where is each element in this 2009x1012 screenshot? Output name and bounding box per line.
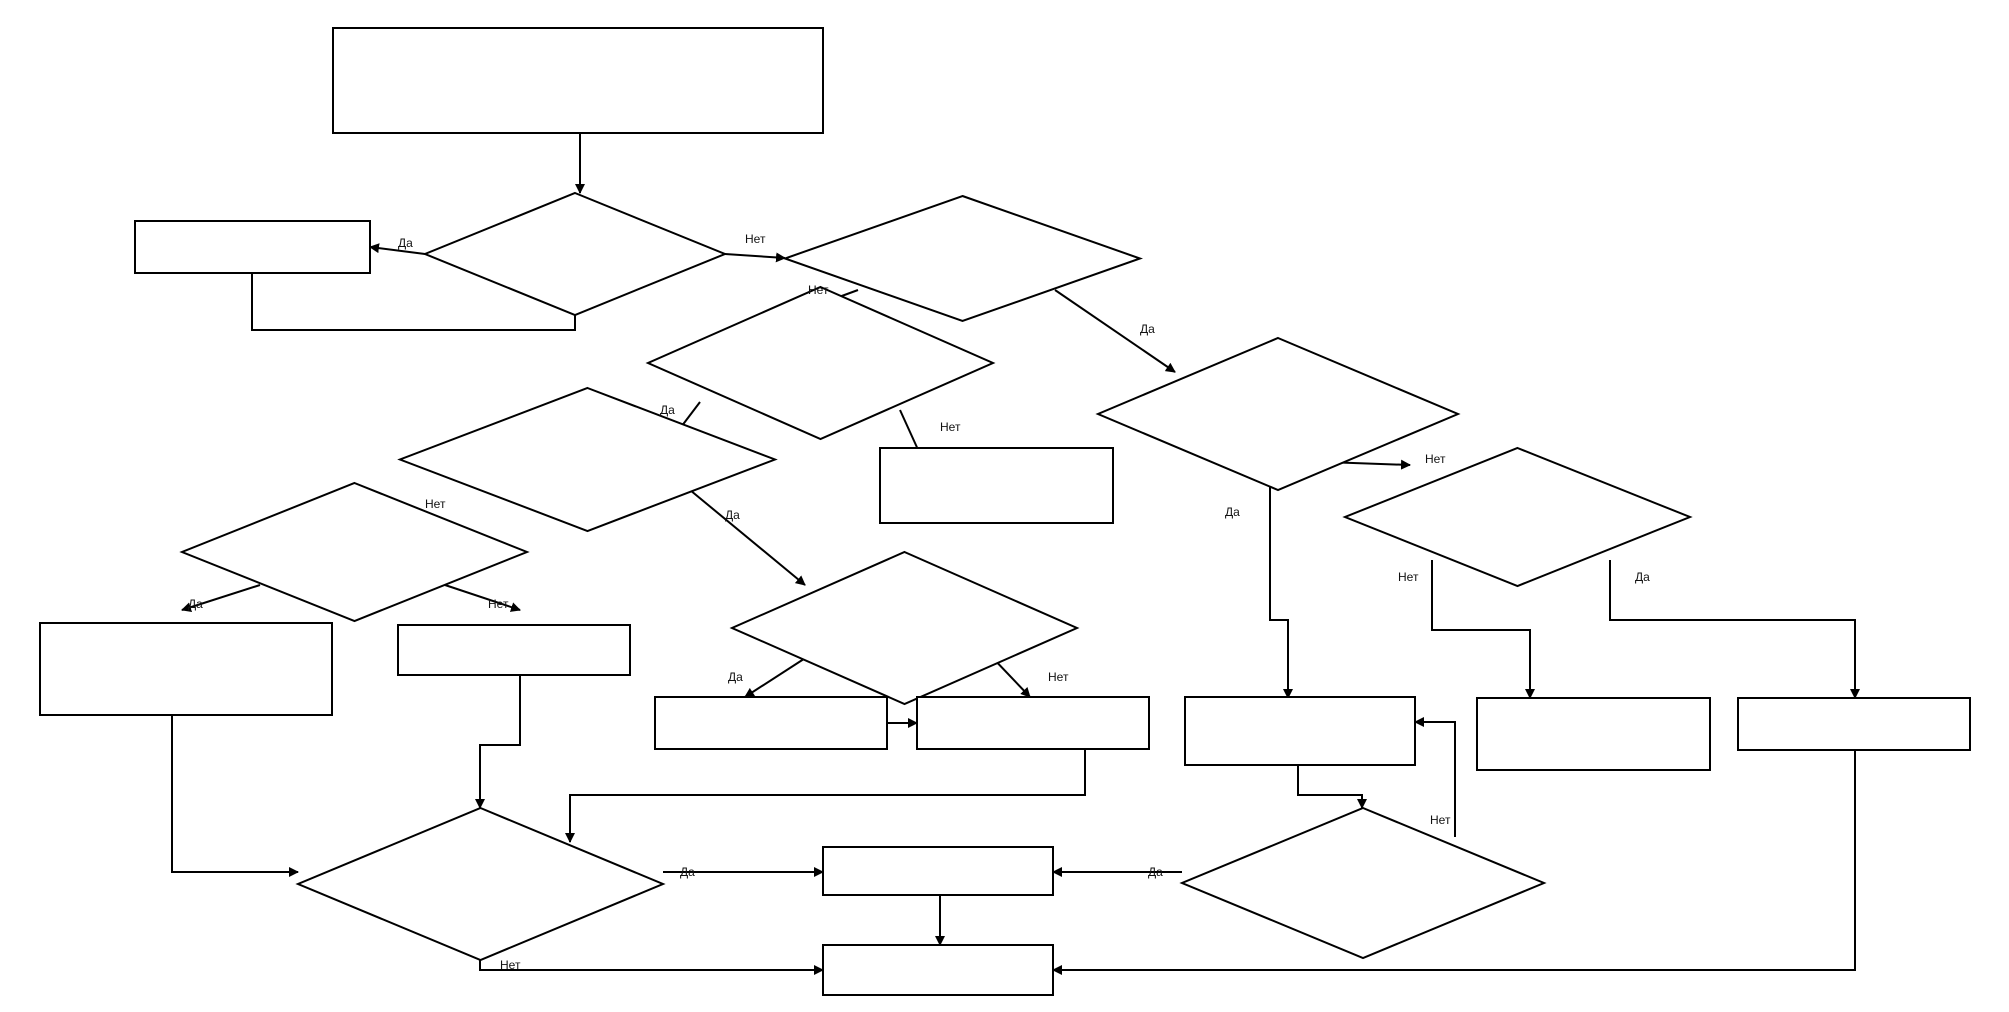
decision-diamond-n18 [295, 806, 666, 962]
decision-diamond-n9 [179, 481, 530, 623]
connector-arrow-5 [1054, 289, 1176, 373]
node-label-n17 [1744, 698, 1964, 750]
connector-arrow-3 [724, 252, 786, 263]
node-label-n7 [886, 448, 1107, 523]
connector-arrow-9 [689, 489, 806, 586]
decision-diamond-n6 [397, 386, 778, 533]
decision-diamond-n3 [781, 194, 1144, 323]
connector-arrow-23 [1297, 765, 1367, 809]
edge-label-yes-7: Да [725, 508, 740, 522]
edge-label-no-5: Нет [940, 420, 961, 434]
connector-arrow-17 [1609, 560, 1860, 699]
process-box-n2 [134, 220, 371, 274]
node-label-n14 [923, 697, 1143, 749]
connector-arrow-16 [1431, 560, 1535, 699]
edge-label-yes-4: Да [660, 403, 675, 417]
edges-layer [171, 133, 1860, 975]
process-box-n15 [1184, 696, 1416, 766]
connector-arrow-11 [1269, 475, 1293, 699]
node-label-n8 [1407, 448, 1628, 586]
process-box-n11 [39, 622, 333, 716]
connector-arrow-14 [744, 654, 811, 698]
connector-arrow-20 [171, 715, 299, 877]
edge-label-yes-9: Да [1225, 505, 1240, 519]
node-label-n1 [479, 193, 671, 315]
edge-label-yes-12: Да [188, 597, 203, 611]
decision-diamond-n20 [1179, 806, 1547, 960]
decision-diamond-n10 [729, 550, 1080, 706]
connector-arrow-13 [444, 584, 521, 612]
edge-label-yes-0: Да [398, 236, 413, 250]
edge-label-yes-16: Да [680, 865, 695, 879]
edge-label-no-8: Нет [1425, 452, 1446, 466]
node-label-n2 [141, 221, 364, 273]
process-box-n0 [332, 27, 824, 134]
connector-arrow-1 [369, 243, 426, 255]
process-box-n12 [397, 624, 631, 676]
connector-arrow-24 [1414, 717, 1456, 837]
process-box-n7 [879, 447, 1114, 524]
process-box-n13 [654, 696, 888, 750]
process-box-n16 [1476, 697, 1711, 771]
connector-arrow-21 [565, 749, 1086, 843]
node-label-n0 [339, 28, 817, 133]
process-box-n19 [822, 846, 1054, 896]
edge-label-yes-3: Да [1140, 322, 1155, 336]
node-label-n13 [661, 697, 881, 749]
decision-diamond-n5 [1095, 336, 1461, 492]
edge-label-no-6: Нет [425, 497, 446, 511]
edge-label-no-18: Нет [1430, 813, 1451, 827]
edge-label-yes-14: Да [728, 670, 743, 684]
node-label-n5 [1163, 338, 1393, 490]
edge-label-yes-17: Да [1148, 865, 1163, 879]
edge-label-no-10: Нет [1398, 570, 1419, 584]
node-label-n12 [404, 625, 624, 675]
connector-arrow-28 [1052, 750, 1856, 975]
edge-label-yes-11: Да [1635, 570, 1650, 584]
decision-diamond-n1 [422, 191, 728, 317]
process-box-n17 [1737, 697, 1971, 751]
process-box-n14 [916, 696, 1150, 750]
process-box-n21 [822, 944, 1054, 996]
node-label-n16 [1483, 698, 1704, 770]
node-label-n19 [829, 847, 1047, 895]
decision-diamond-n8 [1342, 446, 1693, 588]
decision-diamond-n4 [645, 285, 996, 441]
node-label-n20 [1247, 808, 1479, 958]
node-label-n21 [829, 945, 1047, 995]
shapes-layer [39, 27, 1971, 996]
edge-label-no-19: Нет [500, 958, 521, 972]
node-label-n4 [710, 287, 931, 439]
node-label-n18 [364, 808, 598, 960]
edge-label-no-13: Нет [488, 597, 509, 611]
edge-label-no-1: Нет [745, 232, 766, 246]
edge-label-no-15: Нет [1048, 670, 1069, 684]
connector-arrow-19 [475, 675, 521, 809]
node-label-n15 [1191, 697, 1409, 765]
node-label-n11 [46, 623, 326, 715]
edge-label-no-2: Нет [808, 283, 829, 297]
node-label-n10 [794, 552, 1015, 704]
connector-arrow-12 [181, 584, 261, 613]
